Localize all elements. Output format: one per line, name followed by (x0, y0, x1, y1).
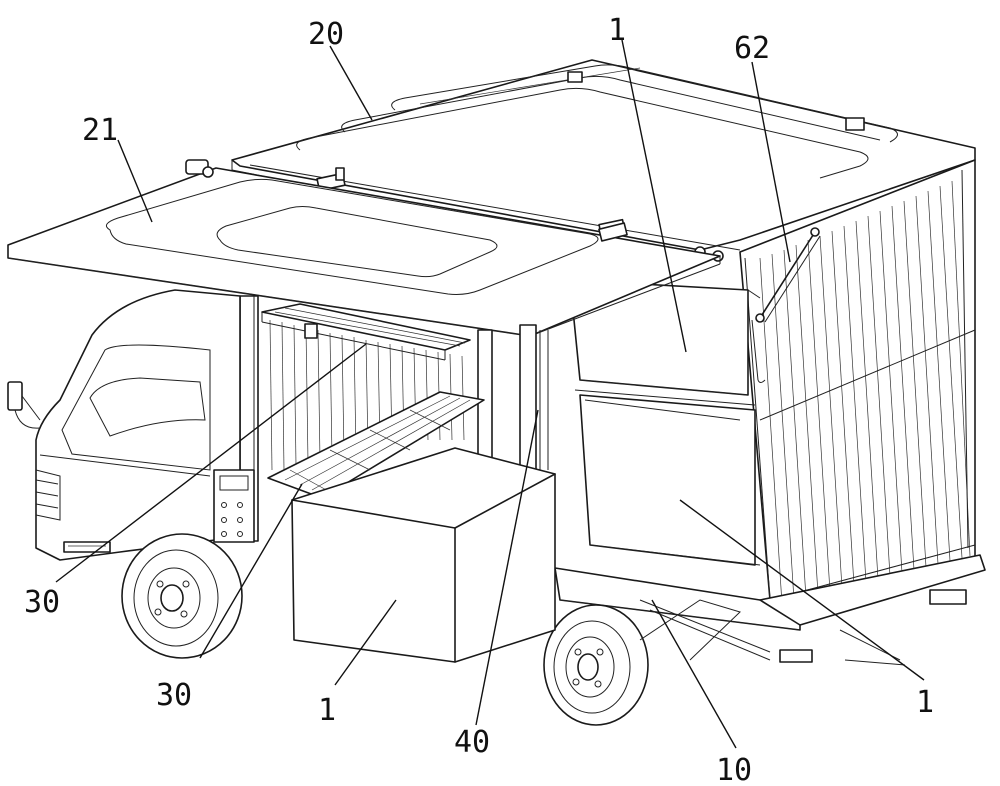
label-20: 20 (308, 17, 344, 52)
front-wheel (121, 533, 243, 659)
rear-wheel (543, 599, 741, 726)
storage-box-front (291, 447, 556, 663)
truck-cab (7, 289, 255, 561)
gas-strut-62 (751, 227, 821, 383)
lower-shelf-30 (267, 391, 485, 499)
cabinet-upper-right (569, 279, 761, 406)
label-40: 40 (454, 725, 490, 760)
reference-labels: 21 20 1 62 30 30 1 40 10 1 (24, 13, 934, 786)
label-1-top: 1 (608, 13, 626, 48)
label-10: 10 (716, 753, 752, 786)
label-62: 62 (734, 31, 770, 66)
label-30-low: 30 (156, 678, 192, 713)
label-30-left: 30 (24, 585, 60, 620)
label-1-right: 1 (916, 685, 934, 720)
label-1-box: 1 (318, 693, 336, 728)
upper-shelf-30 (261, 303, 471, 361)
label-21: 21 (82, 113, 118, 148)
leader-lines (55, 39, 925, 749)
awning-panel-21 (7, 159, 721, 337)
